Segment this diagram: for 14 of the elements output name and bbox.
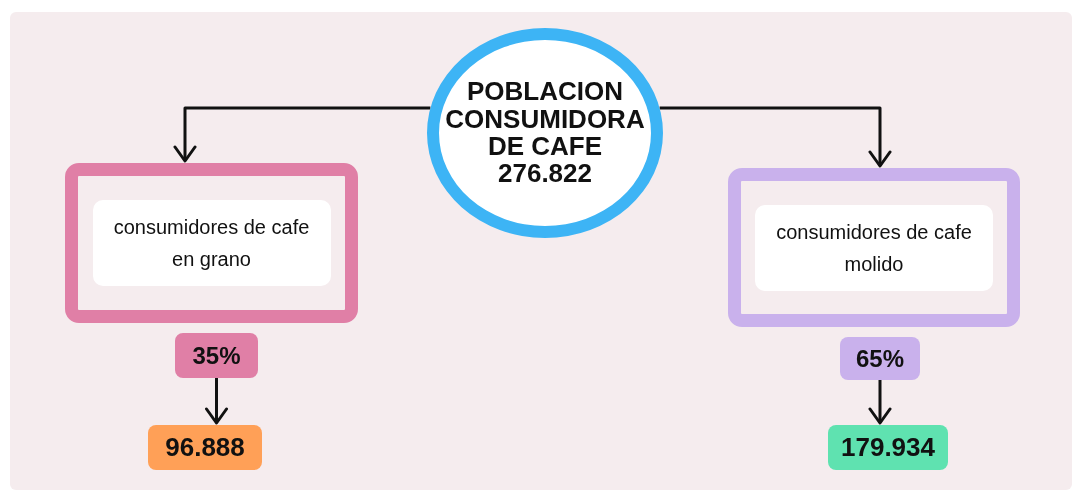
- value-badge: 179.934: [828, 425, 948, 470]
- node-title: 276.822: [498, 160, 592, 188]
- arrow: [173, 106, 431, 163]
- category-frame: [65, 163, 358, 323]
- arrow: [205, 378, 228, 425]
- category-label: consumidores de cafe en grano: [112, 215, 311, 272]
- value-badge: 35%: [175, 333, 258, 378]
- arrow: [868, 380, 892, 425]
- value-badge: 65%: [840, 337, 920, 380]
- arrow: [659, 106, 892, 168]
- value-badge: 96.888: [148, 425, 262, 470]
- category-frame: [728, 168, 1020, 327]
- node-title: POBLACION CONSUMIDORA DE CAFE: [444, 78, 646, 161]
- category-label: consumidores de cafe molido: [775, 219, 973, 277]
